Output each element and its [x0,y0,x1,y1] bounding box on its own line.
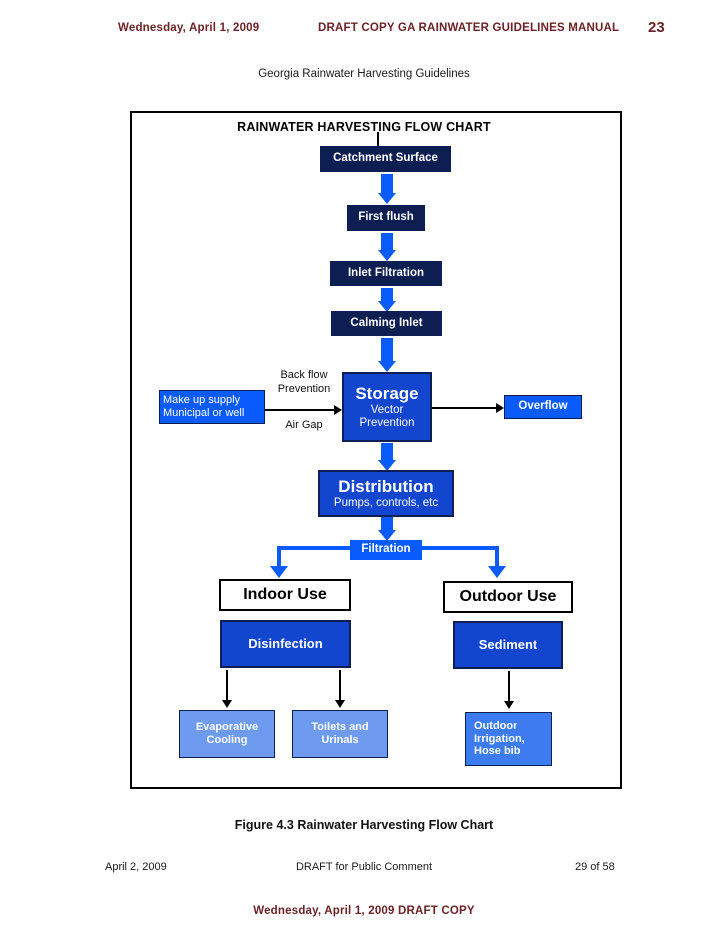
node-distribution-sublabel: Pumps, controls, etc [333,496,439,509]
branch-arrowhead-right [488,566,506,578]
node-storage-label: Storage [355,384,419,403]
node-distribution-label: Distribution [338,477,434,497]
flow-chart-title: RAINWATER HARVESTING FLOW CHART [237,120,491,134]
node-toilets-and-urinals[interactable]: Toilets and Urinals [292,710,388,758]
branch-line-vertical-right [495,546,499,568]
node-first-flush-label: First flush [358,211,414,224]
node-overflow-label: Overflow [518,400,568,413]
branch-arrowhead-left [270,566,288,578]
node-evaporative-cooling-sublabel: Cooling [206,734,248,746]
figure-caption: Figure 4.3 Rainwater Harvesting Flow Cha… [234,818,494,832]
document-subtitle: Georgia Rainwater Harvesting Guidelines [258,68,470,80]
node-filtration-label: Filtration [361,543,411,556]
node-sediment[interactable]: Sediment [453,621,563,669]
node-catchment-surface[interactable]: Catchment Surface [320,146,451,172]
node-make-up-supply-sublabel: Municipal or well [163,407,245,419]
branch-line-horizontal-right [421,546,499,550]
node-outdoor-irrigation-sublabel: Irrigation, [474,732,525,745]
node-disinfection-label: Disinfection [248,635,323,651]
header-date: Wednesday, April 1, 2009 [118,22,260,34]
edge-label-back-flow-prevention: Back flow Prevention [266,369,342,397]
node-toilets-and-urinals-label: Toilets and [311,721,369,734]
node-make-up-supply-label: Make up supply [163,394,241,407]
edge-label-back-flow-line1: Back flow [280,369,328,381]
node-storage-sublabel: Vector [370,403,404,416]
node-outdoor-use-label: Outdoor Use [459,587,557,605]
node-storage[interactable]: Storage Vector Prevention [342,372,432,442]
arrow-disinfection-to-evaporative-cooling [221,670,233,708]
node-sediment-label: Sediment [478,636,538,652]
node-calming-inlet-label: Calming Inlet [350,316,423,329]
arrow-storage-to-overflow [432,403,504,413]
node-toilets-and-urinals-sublabel: Urinals [321,734,359,746]
arrow-inlet-filtration-to-calming-inlet [374,288,400,312]
node-filtration[interactable]: Filtration [350,540,422,560]
arrow-make-up-supply-to-storage [265,405,342,415]
footer-date: April 2, 2009 [105,861,167,873]
node-outdoor-irrigation[interactable]: Outdoor Irrigation, Hose bib [465,712,552,766]
header-page-number: 23 [648,19,665,36]
arrow-storage-to-distribution [374,443,400,471]
arrow-sediment-to-outdoor-irrigation [503,671,515,709]
arrow-first-flush-to-inlet-filtration [374,233,400,261]
header-manual-title: DRAFT COPY GA RAINWATER GUIDELINES MANUA… [318,22,620,34]
edge-label-air-gap-text: Air Gap [285,419,323,431]
branch-line-vertical-left [277,546,281,568]
footer-page-count: 29 of 58 [575,861,615,873]
node-storage-sublabel2: Prevention [359,416,415,429]
node-outdoor-use[interactable]: Outdoor Use [443,581,573,613]
node-evaporative-cooling[interactable]: Evaporative Cooling [179,710,275,758]
node-indoor-use-label: Indoor Use [243,585,327,603]
arrow-calming-inlet-to-storage [374,338,400,372]
arrow-catchment-to-first-flush [374,174,400,204]
node-calming-inlet[interactable]: Calming Inlet [331,311,442,336]
node-inlet-filtration[interactable]: Inlet Filtration [330,261,442,286]
node-inlet-filtration-label: Inlet Filtration [347,266,425,279]
node-indoor-use[interactable]: Indoor Use [219,579,351,611]
node-outdoor-irrigation-label: Outdoor [474,720,518,733]
node-evaporative-cooling-label: Evaporative [195,721,259,734]
branch-line-horizontal-left [277,546,351,550]
arrow-distribution-to-filtration [374,517,400,541]
node-make-up-supply[interactable]: Make up supply Municipal or well [159,390,265,424]
footer-draft-stamp: Wednesday, April 1, 2009 DRAFT COPY [253,905,475,917]
footer-draft-notice: DRAFT for Public Comment [295,861,433,873]
node-first-flush[interactable]: First flush [347,205,425,231]
node-distribution[interactable]: Distribution Pumps, controls, etc [318,470,454,517]
node-overflow[interactable]: Overflow [504,395,582,419]
arrow-disinfection-to-toilets-urinals [334,670,346,708]
edge-label-back-flow-line2: Prevention [277,382,331,395]
node-disinfection[interactable]: Disinfection [220,620,351,668]
node-outdoor-irrigation-sublabel2: Hose bib [474,745,521,758]
title-connector-line [377,132,379,156]
node-catchment-surface-label: Catchment Surface [333,152,438,165]
edge-label-air-gap: Air Gap [266,419,342,433]
